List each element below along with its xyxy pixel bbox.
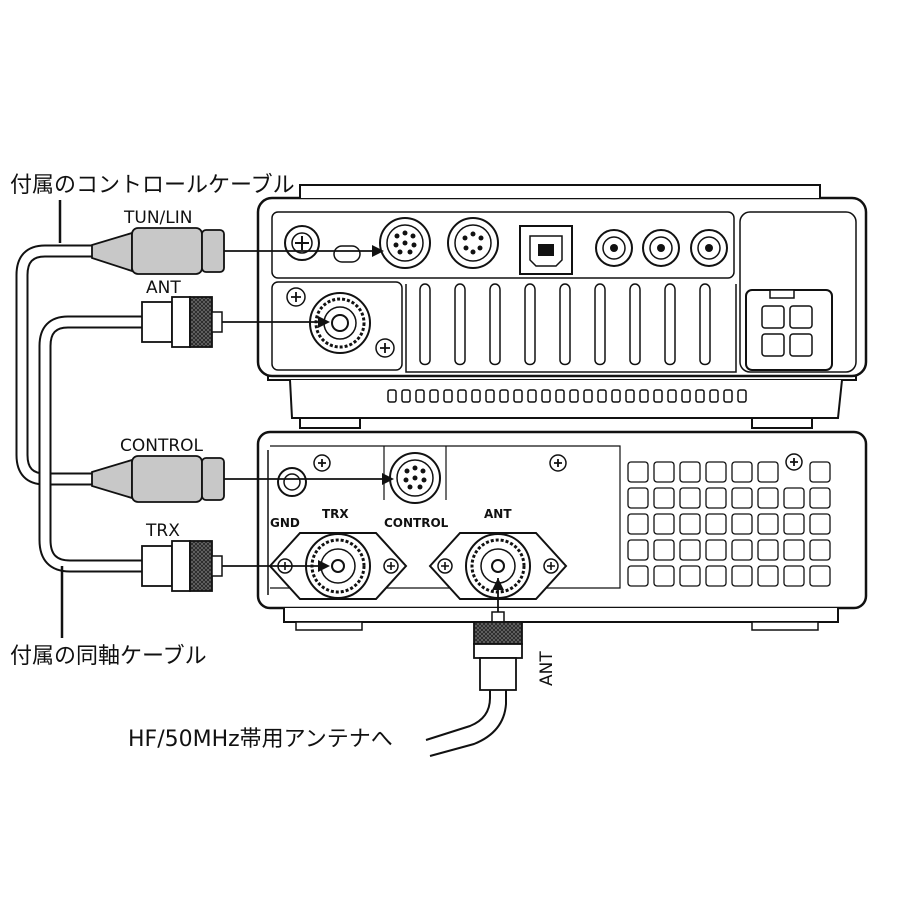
upper-gnd-terminal — [284, 225, 320, 261]
vent-grille — [627, 461, 831, 587]
lower-screw-1 — [313, 454, 331, 472]
control-cable-label: 付属のコントロールケーブル — [10, 173, 295, 198]
antenna-destination-label: HF/50MHz帯用アンテナへ — [128, 727, 393, 752]
panel-control-label: CONTROL — [384, 516, 449, 530]
antenna-plug-label: ANT — [537, 651, 557, 686]
rca-jack-3 — [690, 229, 728, 267]
antenna-plug — [425, 578, 523, 757]
upper-screw-1 — [286, 287, 306, 307]
plug-control-label: CONTROL — [120, 436, 204, 456]
upper-unit — [256, 184, 868, 429]
lower-trx-socket — [268, 532, 408, 600]
plug-trx-label: TRX — [145, 521, 180, 541]
panel-trx-label: TRX — [322, 507, 349, 521]
upper-ant-socket — [309, 292, 371, 354]
coax-cable — [38, 315, 142, 638]
control-plug — [91, 455, 394, 503]
vent-slot-row — [387, 389, 747, 403]
rca-jack-2 — [642, 229, 680, 267]
panel-ant-label: ANT — [484, 507, 512, 521]
lower-unit: GND TRX CONTROL ANT — [256, 430, 868, 631]
control-cable — [15, 200, 92, 486]
coax-cable-label: 付属の同軸ケーブル — [10, 644, 207, 669]
tun-lin-socket — [379, 217, 431, 269]
lower-screw-2 — [549, 454, 567, 472]
heat-sink-fins — [405, 283, 737, 373]
oval-hole — [333, 245, 361, 263]
trx-plug — [141, 540, 330, 592]
plug-ant-label: ANT — [146, 278, 181, 298]
ant-plug-upper — [141, 296, 330, 348]
lower-gnd-terminal — [277, 467, 307, 497]
lower-screw-3 — [785, 453, 803, 471]
plug-tun-lin-label: TUN/LIN — [123, 208, 192, 228]
tun-lin-plug — [91, 227, 384, 275]
panel-gnd-label: GND — [270, 516, 300, 530]
din-socket — [447, 217, 499, 269]
upper-screw-2 — [375, 338, 395, 358]
lower-control-socket — [383, 446, 447, 504]
rca-jack-1 — [595, 229, 633, 267]
usb-b-port — [519, 225, 573, 275]
dc-power-connector — [745, 289, 833, 371]
